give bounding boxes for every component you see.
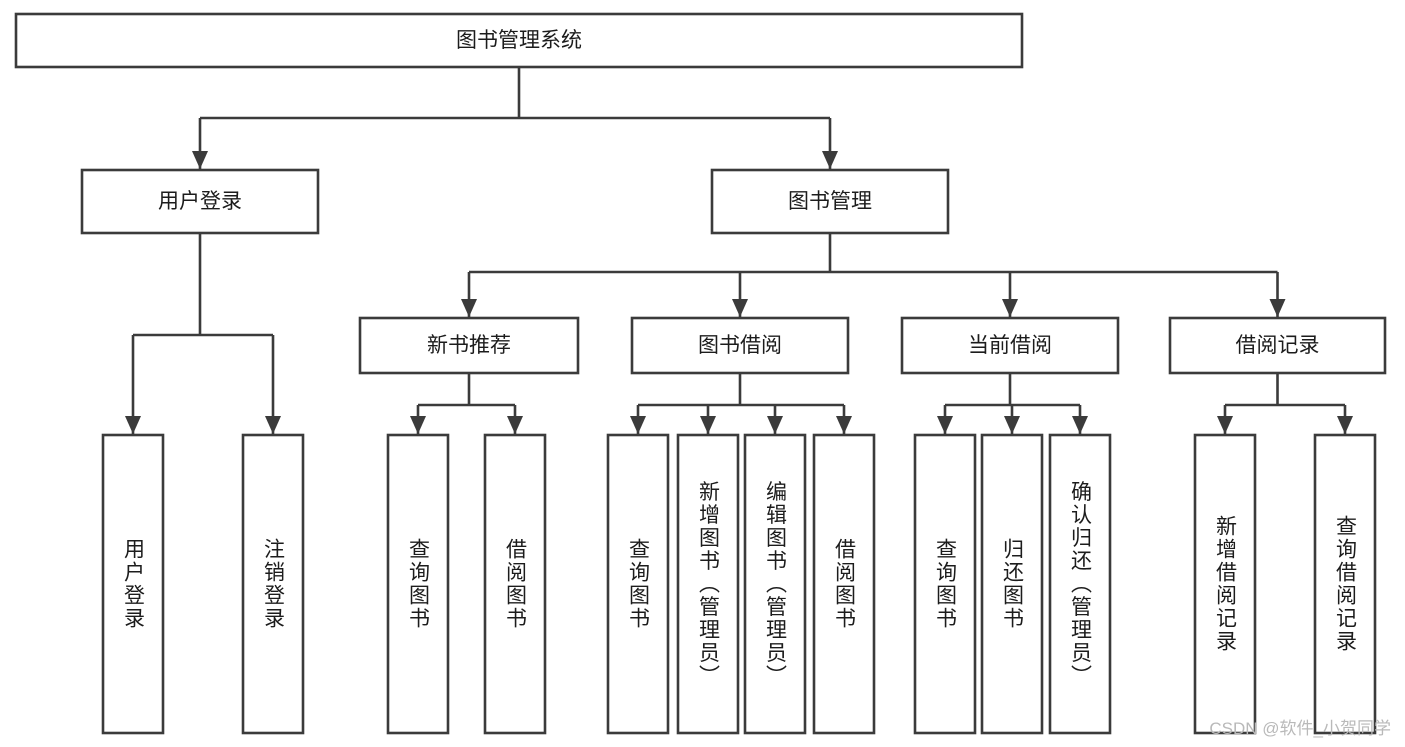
arrow-head-new_book_rec-0 — [410, 416, 426, 434]
arrow-head-book_borrow-3 — [836, 416, 852, 434]
node-leaf-query-book-b[interactable]: 查询图书 — [606, 433, 670, 735]
node-label-root: 图书管理系统 — [456, 29, 582, 52]
node-box-user-login — [80, 168, 320, 235]
arrow-head-borrow_record-1 — [1337, 416, 1353, 434]
node-leaf-query-record[interactable]: 查询借阅记录 — [1313, 433, 1377, 735]
node-label-leaf-query-book-a: 查询图书 — [407, 538, 431, 630]
node-label-leaf-edit-book: 编辑图书（管理员） — [764, 481, 788, 688]
node-leaf-return-book[interactable]: 归还图书 — [980, 433, 1044, 735]
node-root[interactable]: 图书管理系统 — [14, 12, 1024, 69]
node-user-login[interactable]: 用户登录 — [80, 168, 320, 235]
arrow-head-book_borrow-0 — [630, 416, 646, 434]
node-box-leaf-return-book — [980, 433, 1044, 735]
node-label-leaf-query-book-c: 查询图书 — [934, 538, 958, 630]
node-book-borrow[interactable]: 图书借阅 — [630, 316, 850, 375]
node-box-leaf-edit-book — [743, 433, 807, 735]
arrow-head-book_manage-3 — [1269, 299, 1286, 317]
nodes-layer: 图书管理系统用户登录图书管理新书推荐图书借阅当前借阅借阅记录用户登录注销登录查询… — [14, 12, 1387, 735]
node-label-new-book-rec: 新书推荐 — [427, 334, 511, 357]
node-box-new-book-rec — [358, 316, 580, 375]
arrow-head-book_manage-1 — [732, 299, 748, 317]
node-book-manage[interactable]: 图书管理 — [710, 168, 950, 235]
node-leaf-edit-book[interactable]: 编辑图书（管理员） — [743, 433, 807, 735]
arrow-head-current_borrow-1 — [1004, 416, 1020, 434]
node-box-current-borrow — [900, 316, 1120, 375]
node-label-leaf-query-record: 查询借阅记录 — [1334, 515, 1358, 653]
arrow-head-borrow_record-0 — [1217, 416, 1233, 434]
arrow-head-current_borrow-2 — [1072, 416, 1088, 434]
node-label-borrow-record: 借阅记录 — [1236, 334, 1320, 357]
node-label-leaf-add-book: 新增图书（管理员） — [697, 481, 721, 688]
node-label-leaf-borrow-book-b: 借阅图书 — [833, 538, 857, 630]
node-box-leaf-query-book-c — [913, 433, 977, 735]
node-label-current-borrow: 当前借阅 — [968, 334, 1052, 357]
node-leaf-logout[interactable]: 注销登录 — [241, 433, 305, 735]
arrow-head-root-1 — [822, 151, 838, 169]
node-label-leaf-query-book-b: 查询图书 — [627, 538, 651, 630]
node-label-leaf-borrow-book-a: 借阅图书 — [504, 538, 528, 630]
arrow-head-current_borrow-0 — [937, 416, 953, 434]
arrow-head-root-0 — [192, 151, 208, 169]
node-borrow-record[interactable]: 借阅记录 — [1168, 316, 1387, 375]
node-leaf-borrow-book-b[interactable]: 借阅图书 — [812, 433, 876, 735]
node-leaf-confirm-return[interactable]: 确认归还（管理员） — [1048, 433, 1112, 735]
node-box-leaf-borrow-book-b — [812, 433, 876, 735]
node-box-leaf-query-book-b — [606, 433, 670, 735]
arrow-head-new_book_rec-1 — [507, 416, 523, 434]
node-box-book-manage — [710, 168, 950, 235]
node-leaf-add-record[interactable]: 新增借阅记录 — [1193, 433, 1257, 735]
node-leaf-borrow-book-a[interactable]: 借阅图书 — [483, 433, 547, 735]
edges-layer — [125, 67, 1353, 434]
node-label-book-manage: 图书管理 — [788, 190, 872, 213]
node-leaf-query-book-a[interactable]: 查询图书 — [386, 433, 450, 735]
node-box-leaf-add-record — [1193, 433, 1257, 735]
node-box-leaf-query-book-a — [386, 433, 450, 735]
arrow-head-book_manage-2 — [1002, 299, 1018, 317]
node-leaf-query-book-c[interactable]: 查询图书 — [913, 433, 977, 735]
node-box-book-borrow — [630, 316, 850, 375]
node-label-leaf-add-record: 新增借阅记录 — [1214, 515, 1238, 653]
node-box-leaf-confirm-return — [1048, 433, 1112, 735]
node-label-book-borrow: 图书借阅 — [698, 334, 782, 357]
node-new-book-rec[interactable]: 新书推荐 — [358, 316, 580, 375]
node-box-leaf-borrow-book-a — [483, 433, 547, 735]
node-current-borrow[interactable]: 当前借阅 — [900, 316, 1120, 375]
arrow-head-user_login-1 — [265, 416, 281, 434]
node-leaf-user-login[interactable]: 用户登录 — [101, 433, 165, 735]
node-box-borrow-record — [1168, 316, 1387, 375]
node-label-leaf-return-book: 归还图书 — [1001, 538, 1025, 630]
node-box-leaf-logout — [241, 433, 305, 735]
arrow-head-book_manage-0 — [461, 299, 477, 317]
arrow-head-book_borrow-1 — [700, 416, 716, 434]
arrow-head-book_borrow-2 — [767, 416, 783, 434]
node-box-leaf-add-book — [676, 433, 740, 735]
node-leaf-add-book[interactable]: 新增图书（管理员） — [676, 433, 740, 735]
node-label-leaf-logout: 注销登录 — [262, 538, 286, 630]
node-box-root — [14, 12, 1024, 69]
node-label-leaf-confirm-return: 确认归还（管理员） — [1069, 481, 1093, 688]
node-box-leaf-query-record — [1313, 433, 1377, 735]
node-label-user-login: 用户登录 — [158, 190, 242, 213]
arrow-head-user_login-0 — [125, 416, 141, 434]
node-box-leaf-user-login — [101, 433, 165, 735]
node-label-leaf-user-login: 用户登录 — [122, 538, 146, 630]
